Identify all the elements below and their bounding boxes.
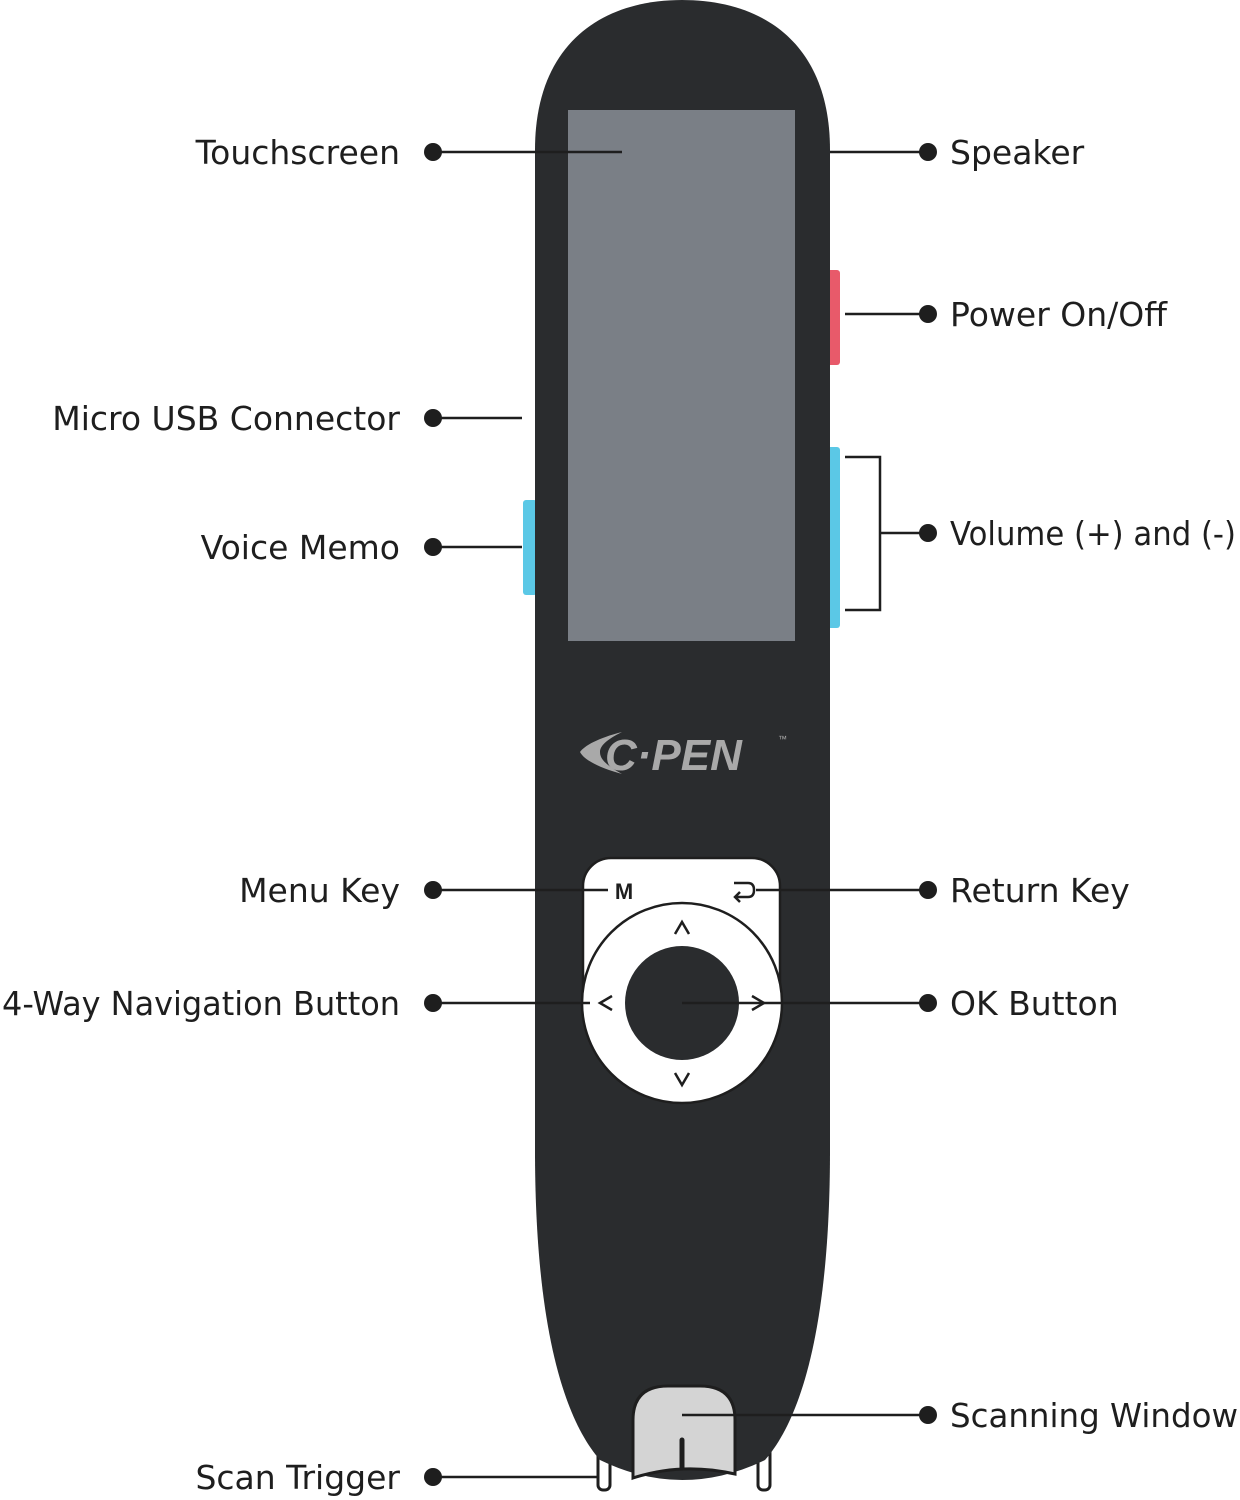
- label-touchscreen: Touchscreen: [195, 133, 400, 172]
- label-return-key: Return Key: [950, 871, 1130, 910]
- logo-text: C·PEN: [605, 731, 743, 780]
- label-scan-trigger: Scan Trigger: [195, 1458, 400, 1497]
- scanning-window: [631, 1384, 737, 1481]
- nav-up-icon[interactable]: [673, 919, 691, 935]
- c-pen-logo: C·PEN ™: [580, 731, 787, 780]
- nav-down-icon[interactable]: [673, 1072, 691, 1088]
- logo-trademark: ™: [778, 734, 787, 744]
- label-power: Power On/Off: [950, 295, 1168, 334]
- touchscreen: [568, 110, 795, 641]
- menu-key[interactable]: M: [615, 879, 633, 904]
- callout-lines: [433, 150, 928, 1479]
- label-scanning-window: Scanning Window: [950, 1396, 1238, 1435]
- label-nav-button: 4-Way Navigation Button: [2, 984, 400, 1023]
- label-ok-button: OK Button: [950, 984, 1119, 1023]
- logo-swoosh-icon: [580, 732, 622, 774]
- label-speaker: Speaker: [950, 133, 1085, 172]
- label-volume: Volume (+) and (-): [950, 514, 1236, 553]
- voice-memo-button: [523, 500, 537, 595]
- label-micro-usb: Micro USB Connector: [52, 399, 400, 438]
- label-menu-key: Menu Key: [239, 871, 400, 910]
- callout-dots: [424, 143, 937, 1486]
- return-key-icon[interactable]: [733, 881, 756, 903]
- nav-left-icon[interactable]: [597, 994, 613, 1012]
- label-voice-memo: Voice Memo: [201, 528, 400, 567]
